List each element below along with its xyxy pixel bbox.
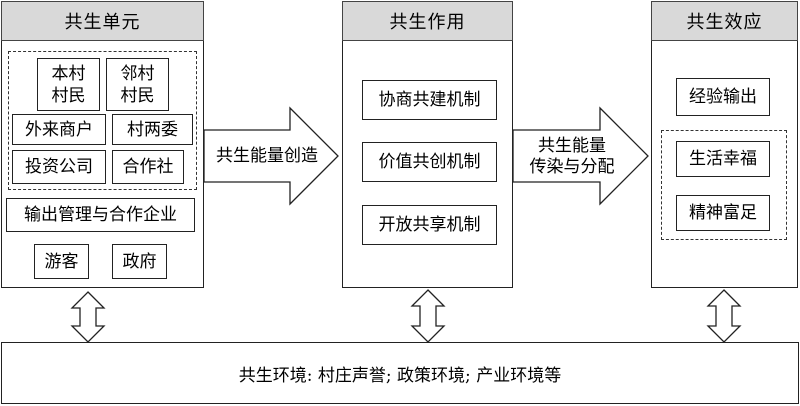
effect-experience-output: 经验输出	[676, 78, 770, 116]
double-arrow-effects-env	[706, 289, 742, 343]
role-negotiation: 协商共建机制	[362, 80, 497, 120]
role-open-sharing: 开放共享机制	[362, 205, 497, 245]
double-arrow-roles-env	[410, 289, 446, 343]
creation-arrow-shape	[203, 106, 339, 206]
units-title: 共生单元	[1, 1, 204, 41]
double-arrow-units-env	[70, 291, 106, 343]
unit-neighbor-villagers: 邻村 村民	[106, 58, 169, 111]
unit-village-committee: 村两委	[112, 114, 193, 145]
effects-dashed-group	[661, 130, 787, 240]
transmission-arrow-shape	[512, 106, 649, 206]
unit-local-villagers: 本村 村民	[37, 58, 100, 111]
effect-spiritual-richness: 精神富足	[676, 195, 770, 231]
role-value-creation: 价值共创机制	[362, 142, 497, 182]
unit-tourists: 游客	[34, 244, 89, 279]
creation-arrow-label: 共生能量创造	[216, 146, 318, 166]
unit-government: 政府	[112, 244, 167, 279]
effects-title: 共生效应	[651, 1, 798, 41]
effect-happy-life: 生活幸福	[676, 141, 770, 177]
unit-cooperative: 合作社	[112, 150, 184, 184]
unit-investment-company: 投资公司	[12, 150, 106, 184]
roles-title: 共生作用	[342, 1, 513, 41]
units-dashed-group	[8, 51, 197, 190]
transmission-arrow-label: 共生能量 传染与分配	[529, 136, 615, 177]
unit-management-enterprise: 输出管理与合作企业	[6, 198, 195, 232]
unit-outside-merchants: 外来商户	[12, 114, 106, 145]
environment-bar: 共生环境: 村庄声誉; 政策环境; 产业环境等	[1, 342, 799, 404]
